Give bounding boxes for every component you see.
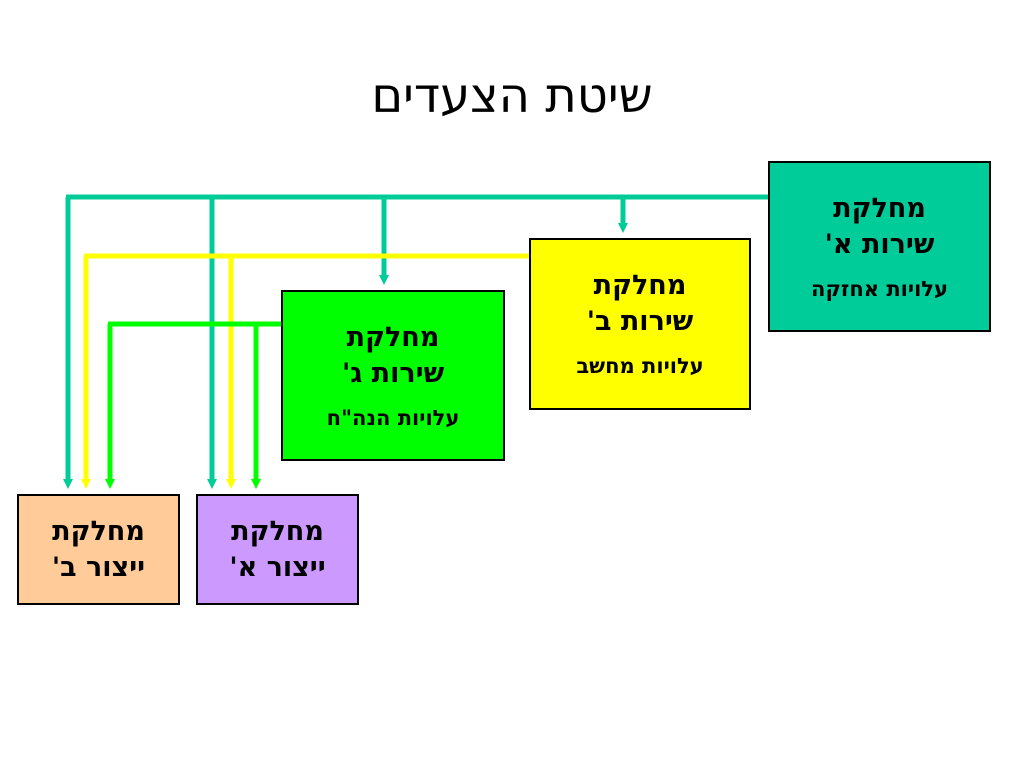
production-dept-a-label: מחלקת [231,515,324,547]
service-b-allocation-lines [81,253,529,489]
production-dept-b-name: ייצור ב' [51,551,146,583]
service-dept-c-cost: עלויות הנה"ח [326,405,460,430]
production-dept-a-name: ייצור א' [229,551,326,583]
service-dept-a-cost: עלויות אחזקה [811,276,948,301]
service-dept-a-name: שירות א' [824,228,935,260]
production-dept-b-label: מחלקת [52,515,145,547]
service-a-allocation-lines [63,194,768,489]
service-dept-c-box: מחלקת שירות ג' עלויות הנה"ח [281,290,505,461]
service-dept-c-name: שירות ג' [341,357,445,389]
page-title: שיטת הצעדים [371,68,653,124]
service-dept-b-label: מחלקת [593,270,687,301]
production-dept-b-box: מחלקת ייצור ב' [17,494,180,605]
service-dept-b-box: מחלקת שירות ב' עלויות מחשב [529,238,751,410]
service-c-allocation-lines [105,321,281,489]
service-dept-b-name: שירות ב' [586,306,694,337]
service-dept-a-label: מחלקת [833,192,926,224]
service-dept-c-label: מחלקת [346,321,440,353]
service-dept-b-cost: עלויות מחשב [576,354,704,378]
service-dept-a-box: מחלקת שירות א' עלויות אחזקה [768,161,991,332]
production-dept-a-box: מחלקת ייצור א' [196,494,359,605]
